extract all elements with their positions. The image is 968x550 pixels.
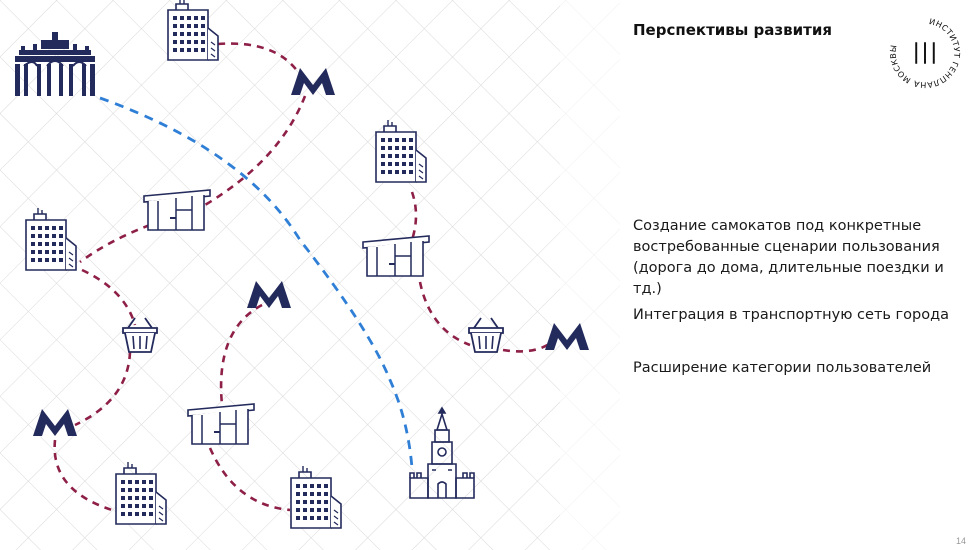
bike-routes [53,42,553,512]
long-route [99,96,414,469]
bullet-scooter-scenarios: Создание самокатов под конкретные востре… [633,218,944,297]
bus-stop-icon [187,403,255,445]
bus-stop-icon [362,235,430,277]
bullet-transport-integration: Интеграция в транспортную сеть города [633,307,950,323]
slide-title: Перспективы развития [633,21,832,39]
page-number: 14 [955,536,966,546]
city-routes-illustration [0,0,620,550]
bus-stop-icon [143,189,211,231]
institute-logo-icon: ИНСТИТУТ ГЕНПЛАНА МОСКВЫ [889,17,961,89]
bullet-user-categories: Расширение категории пользователей [633,360,932,376]
kremlin-tower-icon [409,406,475,499]
diagonal-grid-background [0,0,620,550]
park-gate-icon [15,32,95,96]
